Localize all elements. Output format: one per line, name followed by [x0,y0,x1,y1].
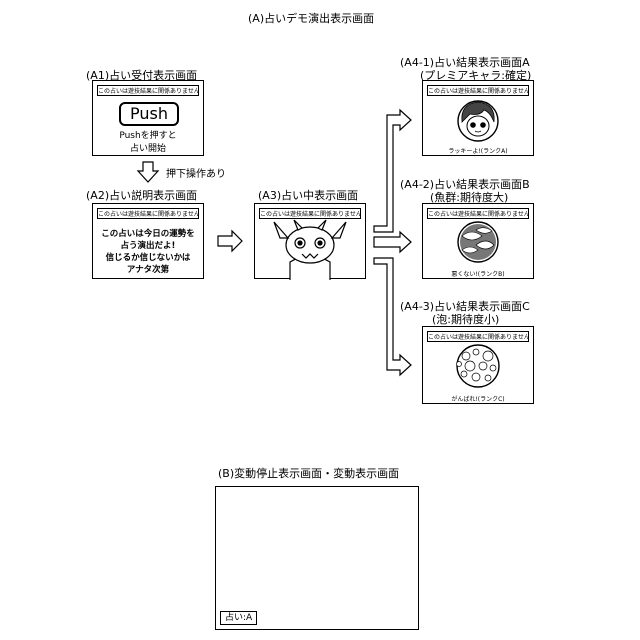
down-arrow [138,162,158,182]
right-arrow-a2-a3 [218,231,242,251]
fish-school-icon [458,222,498,262]
arrow-to-a41 [374,110,411,232]
bubbles-icon [457,345,500,387]
premium-character-icon [458,101,498,141]
arrow-to-a43 [374,258,411,375]
arrow-to-a42 [374,232,411,252]
creature-illustration [274,220,346,280]
